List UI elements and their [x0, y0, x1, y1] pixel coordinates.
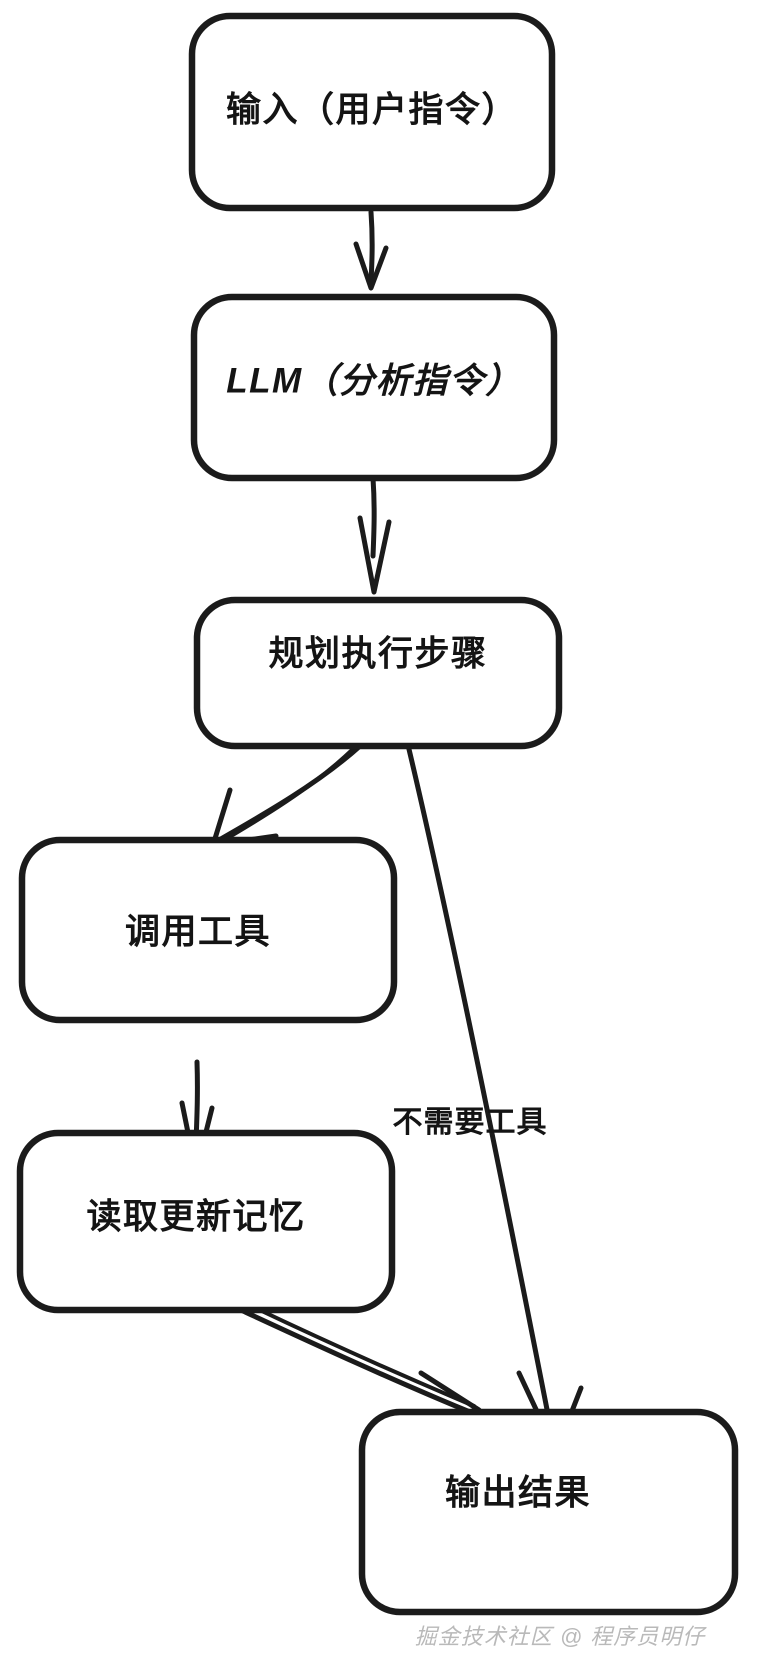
edge-label-no-tool-needed: 不需要工具: [393, 1106, 548, 1139]
node-llm-label: LLM（分析指令）: [226, 361, 521, 400]
node-input[interactable]: 输入（用户指令）: [188, 12, 556, 212]
node-llm[interactable]: LLM（分析指令）: [190, 293, 558, 482]
node-memory-shape: [16, 1129, 396, 1314]
edge-plan-to-tool: [210, 743, 363, 848]
node-tool[interactable]: 调用工具: [18, 836, 398, 1024]
node-memory-label: 读取更新记忆: [86, 1197, 305, 1236]
node-output-label: 输出结果: [445, 1473, 591, 1512]
edge-input-to-llm: [353, 209, 389, 291]
edge-llm-to-plan: [357, 475, 392, 595]
node-plan[interactable]: 规划执行步骤: [193, 596, 563, 750]
node-tool-label: 调用工具: [125, 912, 271, 951]
node-llm-shape: [190, 293, 558, 482]
node-output[interactable]: 输出结果: [358, 1408, 739, 1616]
node-tool-shape: [18, 836, 398, 1024]
node-plan-label: 规划执行步骤: [268, 634, 487, 673]
edge-plan-to-output: [405, 742, 584, 1455]
edge-memory-to-output: [240, 1302, 482, 1425]
watermark: 掘金技术社区 @ 程序员明仔: [415, 1624, 708, 1649]
node-input-shape: [188, 12, 556, 212]
node-plan-shape: [193, 596, 563, 750]
node-output-shape: [358, 1408, 739, 1616]
node-input-label: 输入（用户指令）: [226, 90, 518, 129]
node-memory[interactable]: 读取更新记忆: [16, 1129, 396, 1314]
